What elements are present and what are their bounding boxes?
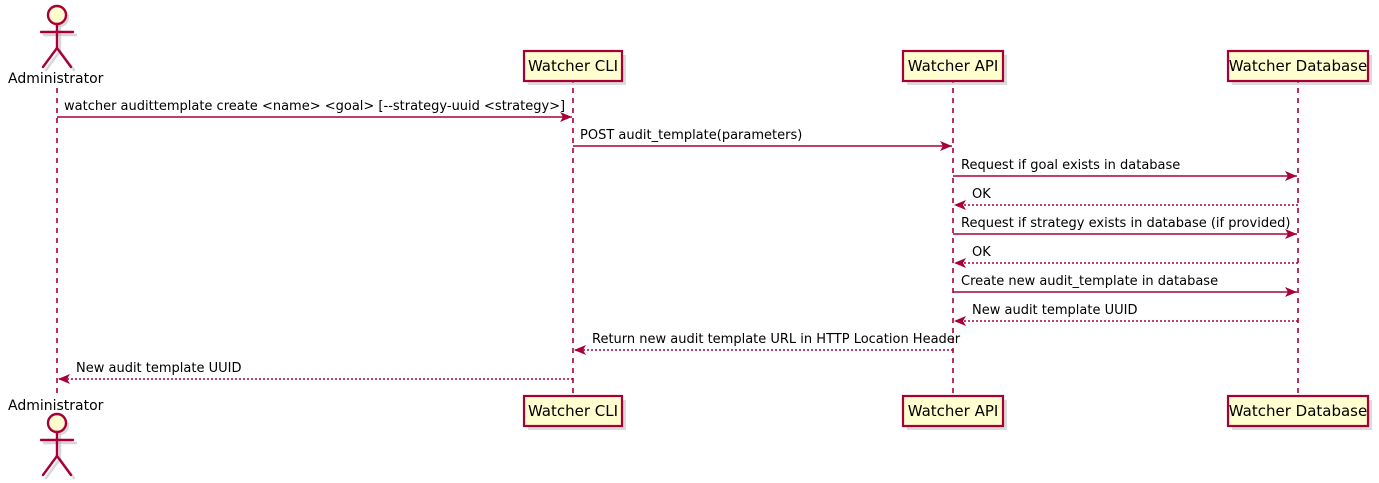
message-arrowhead-6 (954, 258, 966, 268)
message-label-3: Request if goal exists in database (961, 158, 1181, 173)
participant-label-watcher-cli: Watcher CLI (528, 402, 618, 420)
box-rect (1226, 49, 1370, 83)
message-arrowhead-10 (58, 374, 70, 384)
participant-box-watcher-cli-bottom[interactable] (522, 394, 626, 430)
box-rect (522, 49, 624, 83)
actor-leg-left (41, 454, 59, 477)
message-arrowhead-4 (954, 200, 966, 210)
participant-box-watcher-database-top[interactable] (1226, 49, 1372, 85)
message-label-4: OK (972, 187, 991, 202)
message-arrowhead-8 (954, 316, 966, 326)
message-label-10: New audit template UUID (76, 361, 242, 376)
participant-box-watcher-cli-top[interactable] (522, 49, 626, 85)
message-label-7: Create new audit_template in database (961, 274, 1219, 289)
message-arrowhead-2 (940, 141, 952, 151)
message-label-2: POST audit_template(parameters) (580, 128, 803, 143)
message-arrowhead-9 (574, 345, 586, 355)
actor-head (46, 412, 68, 434)
actor-figure-administrator-bottom[interactable] (39, 412, 78, 480)
message-label-6: OK (972, 245, 991, 260)
actor-leg-right (55, 46, 73, 69)
message-3[interactable] (953, 171, 1297, 181)
box-rect (522, 394, 624, 428)
message-label-8: New audit template UUID (972, 303, 1138, 318)
message-9[interactable] (574, 345, 953, 355)
message-8[interactable] (954, 316, 1298, 326)
actor-figure-administrator-top[interactable] (39, 4, 78, 72)
message-arrowhead-3 (1285, 171, 1297, 181)
box-rect (901, 394, 1005, 428)
message-5[interactable] (953, 229, 1297, 239)
actor-head (46, 4, 68, 26)
participant-box-watcher-api-top[interactable] (901, 49, 1007, 85)
message-arrowhead-7 (1285, 287, 1297, 297)
actor-leg-left (41, 46, 59, 69)
message-2[interactable] (573, 141, 952, 151)
participant-label-watcher-database: Watcher Database (1229, 57, 1367, 75)
message-arrowhead-5 (1285, 229, 1297, 239)
participant-label-watcher-database: Watcher Database (1229, 402, 1367, 420)
participant-label-watcher-api: Watcher API (908, 57, 999, 75)
actor-label-administrator-top: Administrator (8, 71, 104, 87)
box-rect (1226, 394, 1370, 428)
participant-label-watcher-api: Watcher API (908, 402, 999, 420)
actor-label-administrator-bottom: Administrator (8, 398, 104, 414)
box-rect (901, 49, 1005, 83)
actor-leg-l-shadow (44, 457, 62, 480)
participant-label-watcher-cli: Watcher CLI (528, 57, 618, 75)
message-6[interactable] (954, 258, 1298, 268)
message-7[interactable] (953, 287, 1297, 297)
message-label-5: Request if strategy exists in database (… (961, 216, 1291, 231)
message-label-9: Return new audit template URL in HTTP Lo… (592, 332, 961, 347)
participant-box-watcher-api-bottom[interactable] (901, 394, 1007, 430)
message-arrowhead-1 (560, 112, 572, 122)
actor-leg-l-shadow (44, 49, 62, 72)
message-4[interactable] (954, 200, 1298, 210)
message-label-1: watcher audittemplate create <name> <goa… (64, 99, 566, 114)
actor-leg-right (55, 454, 73, 477)
message-10[interactable] (58, 374, 573, 384)
participant-box-watcher-database-bottom[interactable] (1226, 394, 1372, 430)
message-1[interactable] (57, 112, 572, 122)
